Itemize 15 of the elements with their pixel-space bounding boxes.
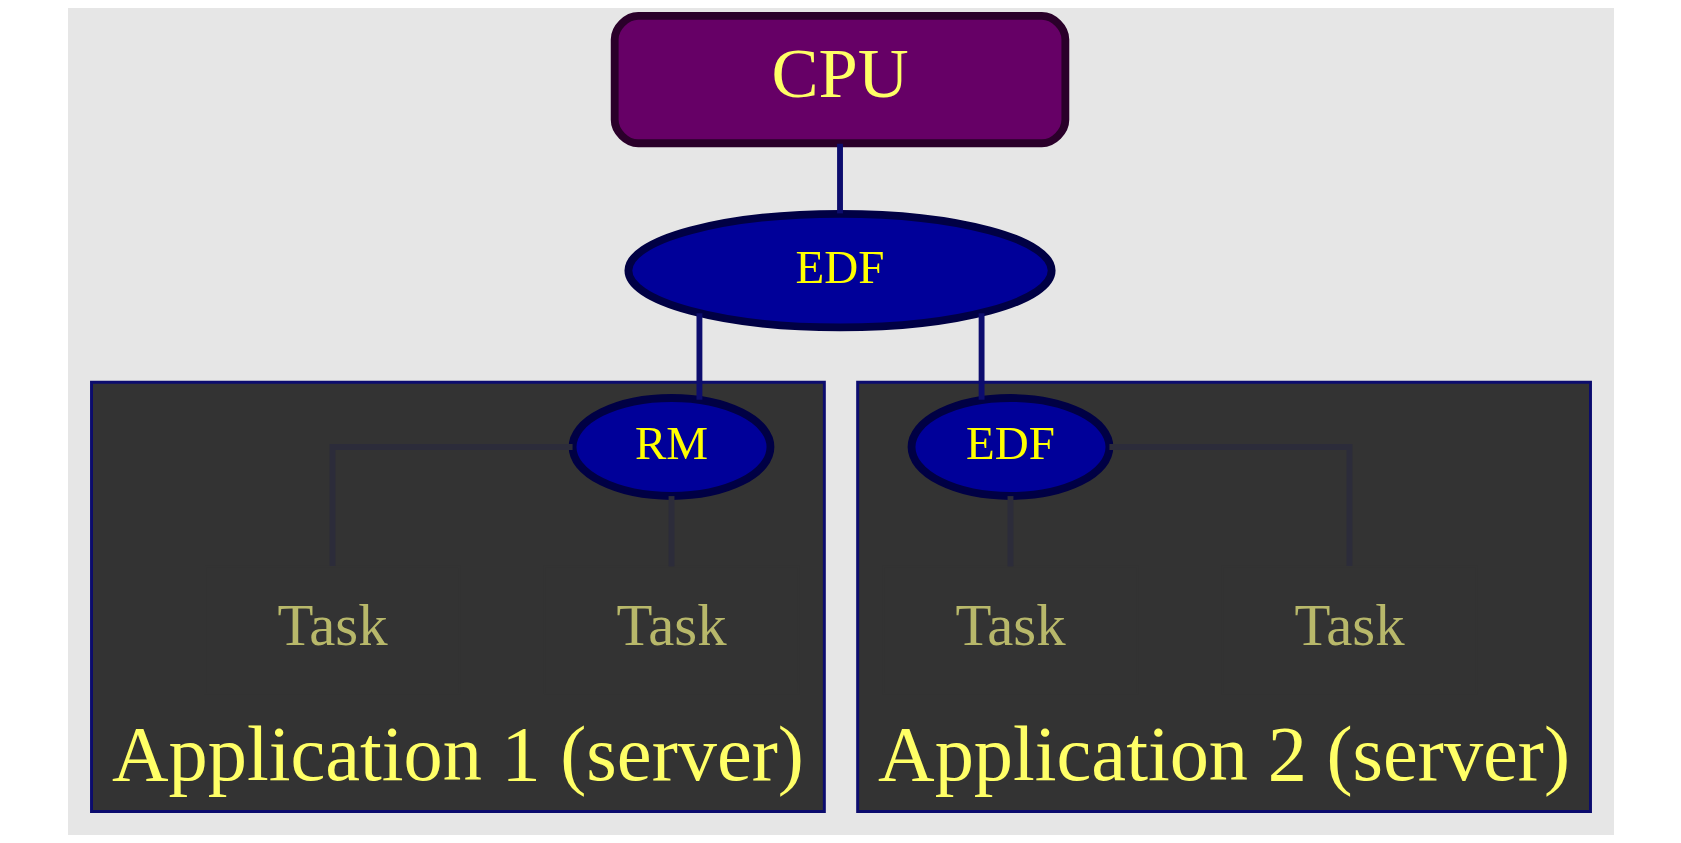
- node-text: Task: [615, 592, 727, 658]
- connector: [1007, 496, 1013, 567]
- node-text: Task: [954, 592, 1066, 658]
- connector: [696, 313, 702, 400]
- node-ellipse: EDF: [907, 394, 1113, 500]
- connector: [668, 496, 674, 567]
- connector: [978, 313, 985, 400]
- node-ellipse: EDF: [624, 209, 1056, 332]
- connector: [836, 143, 843, 214]
- node-ellipse: RM: [568, 394, 774, 500]
- node-text: Task: [276, 592, 388, 658]
- node-text: Task: [1293, 592, 1405, 658]
- connector: [329, 444, 573, 567]
- node-box: CPU: [610, 12, 1069, 148]
- connector: [1108, 444, 1352, 567]
